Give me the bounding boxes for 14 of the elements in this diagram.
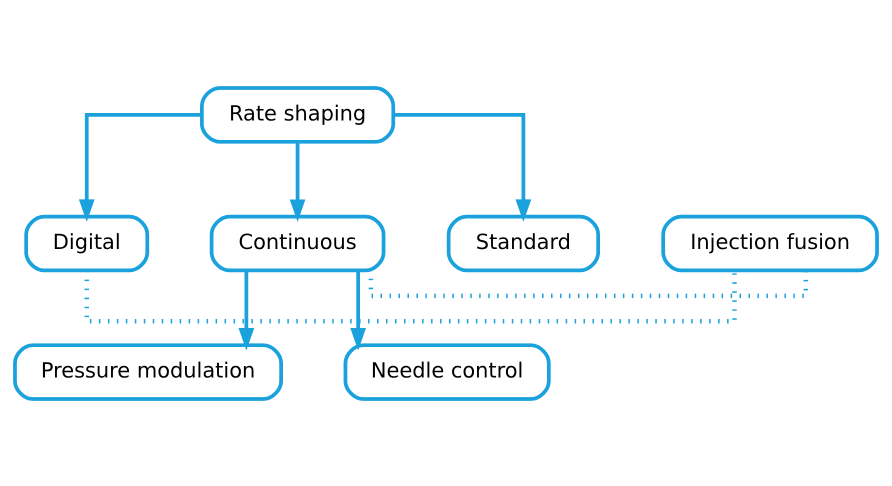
node-box: Needle control xyxy=(344,342,551,400)
node-box: Continuous xyxy=(210,214,386,272)
node-box: Injection fusion xyxy=(661,214,879,272)
node-box: Standard xyxy=(446,214,600,272)
arrow xyxy=(350,270,366,350)
connector xyxy=(368,270,808,298)
connector xyxy=(84,270,737,323)
node-box: Digital xyxy=(24,214,150,272)
arrow xyxy=(238,270,254,350)
node-box: Rate shaping xyxy=(200,86,396,144)
node-box: Pressure modulation xyxy=(13,342,283,400)
arrow xyxy=(290,142,306,222)
arrow xyxy=(78,112,202,222)
arrow xyxy=(393,112,532,222)
